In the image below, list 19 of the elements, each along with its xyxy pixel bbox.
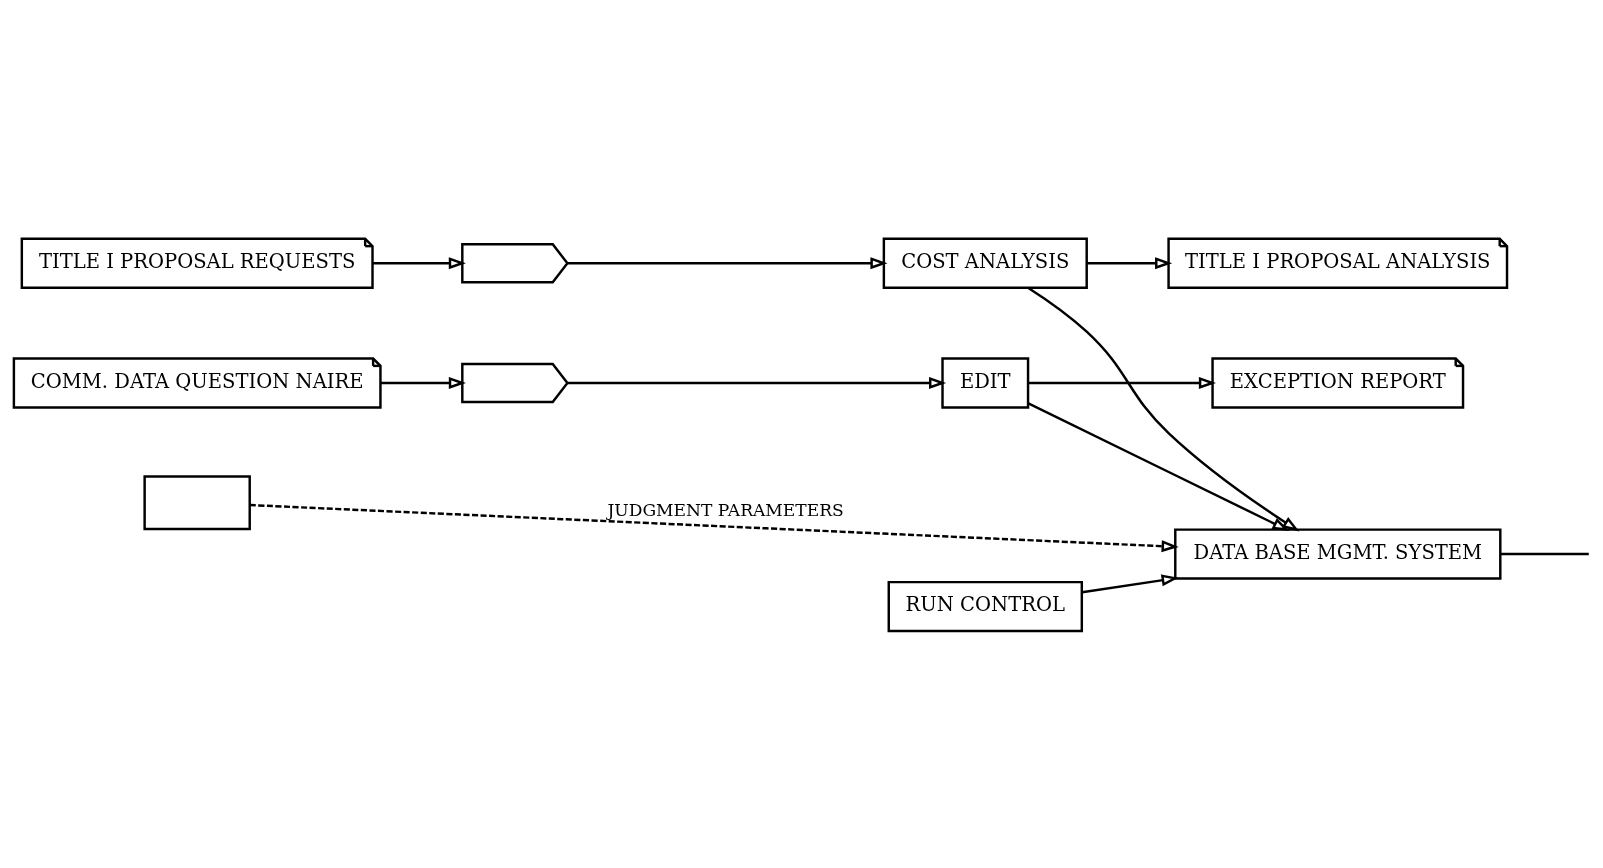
arrow — [1081, 574, 1179, 594]
arrow — [1086, 257, 1172, 270]
arrow — [1027, 377, 1216, 389]
node-box: RUN CONTROL — [887, 580, 1083, 633]
arrow — [567, 257, 888, 270]
node-box: COST ANALYSIS — [882, 237, 1088, 289]
arrow — [380, 377, 466, 389]
arrow — [1027, 402, 1289, 532]
edge-label: JUDGMENT PARAMETERS — [606, 500, 844, 521]
arrow — [1026, 286, 1299, 532]
node-box — [142, 475, 251, 531]
node-card — [460, 362, 569, 404]
node-card — [460, 243, 569, 284]
arrow — [567, 377, 946, 389]
node-box: DATA BASE MGMT. SYSTEM — [1173, 528, 1501, 580]
arrow — [372, 257, 466, 270]
connector — [1499, 552, 1589, 556]
arrow — [249, 503, 1179, 553]
node-box: EDIT — [940, 357, 1029, 409]
